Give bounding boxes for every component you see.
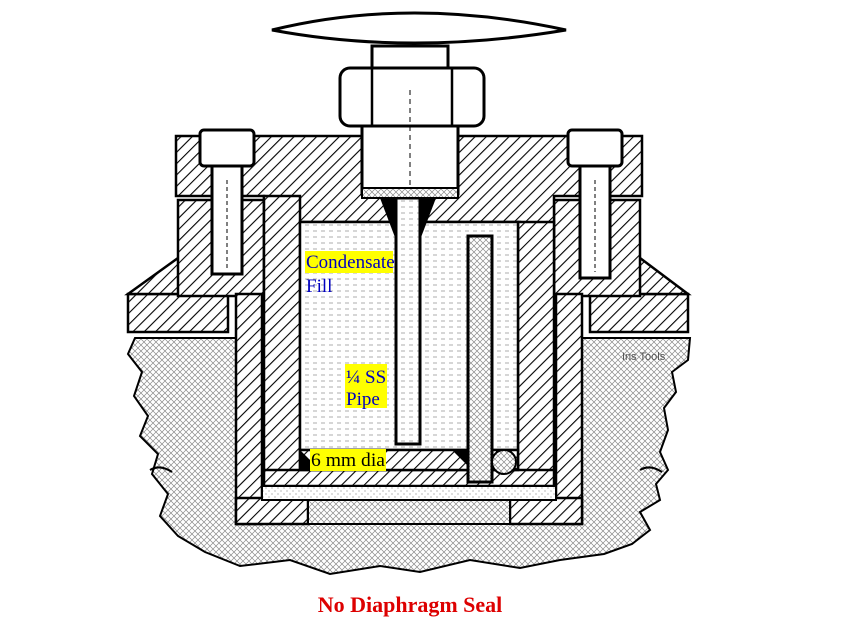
diaphragm-gap <box>261 485 557 501</box>
bolt-head-left <box>198 128 256 168</box>
outer-well-right-wall <box>554 292 584 526</box>
outer-well-bottom-right <box>508 496 584 526</box>
hole-label: 6 mm dia <box>311 450 386 471</box>
caption: No Diaphragm Seal <box>318 592 503 617</box>
pipe-highlight <box>345 364 387 408</box>
weld-bottom-mid <box>452 450 470 468</box>
fill-label: Fill <box>306 276 332 297</box>
outer-well-left-wall <box>234 292 264 526</box>
weld-top-right <box>420 198 436 240</box>
gauge-dial <box>271 11 567 45</box>
ss-pipe-center <box>394 196 422 446</box>
flange-left <box>126 292 230 334</box>
weld-top-left <box>380 198 396 240</box>
outer-well-bottom-left <box>234 496 310 526</box>
condensate-highlight <box>305 251 393 273</box>
bolt-head-right <box>566 128 624 168</box>
condensate-label: Condensate <box>306 252 395 273</box>
outer-well-bottom-gap <box>307 499 511 525</box>
nut-neck <box>370 44 450 70</box>
pipe-end-ring <box>491 449 517 475</box>
fluid-wave-left <box>149 466 173 473</box>
fitting-base <box>361 187 459 199</box>
ss-pipe-right <box>466 234 494 484</box>
hole-highlight <box>310 449 386 471</box>
fluid-wave-right <box>639 466 663 473</box>
flange-right <box>588 292 690 334</box>
hex-nut <box>338 66 486 128</box>
inner-shell-right <box>516 220 556 488</box>
watermark: Ins Tools <box>622 351 666 363</box>
inner-shell-left <box>262 194 302 488</box>
pipe-label: Pipe <box>346 389 380 410</box>
pipe-size-label: ¼ SS <box>346 367 386 388</box>
